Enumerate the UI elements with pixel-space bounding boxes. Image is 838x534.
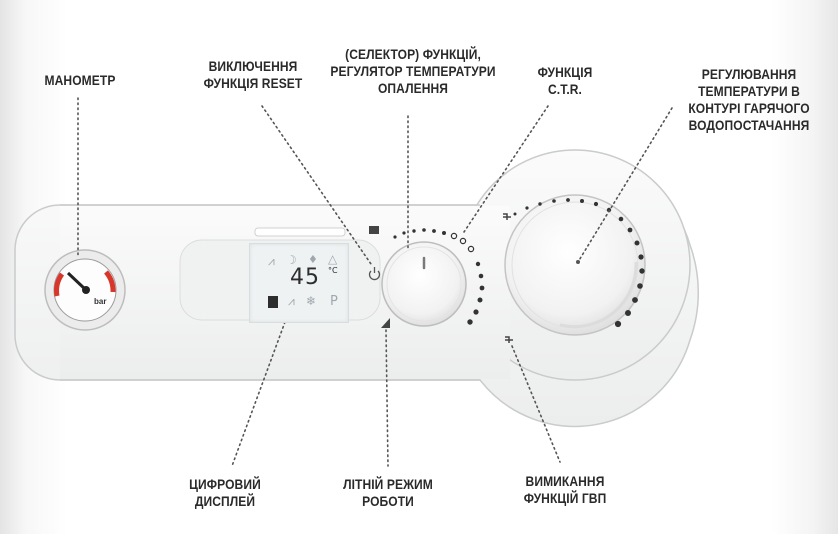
power-icon bbox=[368, 267, 381, 281]
tap-display-icon: ⩘ bbox=[268, 254, 275, 268]
top-slot bbox=[254, 227, 346, 237]
digital-display: ⩘ ☽ ♦ △ 45 °C ⩘ ❄ P bbox=[249, 243, 349, 323]
leader-end-dot bbox=[576, 260, 580, 264]
radiator-icon bbox=[369, 226, 379, 234]
manometer-needle bbox=[66, 271, 88, 292]
leader-ctr bbox=[463, 105, 549, 233]
label-dhw-regulation: РЕГУЛЮВАННЯ ТЕМПЕРАТУРИ В КОНТУРІ ГАРЯЧО… bbox=[688, 66, 810, 133]
label-power-reset: ВИКЛЮЧЕННЯ ФУНКЦІЯ RESET bbox=[203, 58, 303, 91]
label-manometer: МАНОМЕТР bbox=[44, 72, 116, 88]
label-digital-display: ЦИФРОВИЙ ДИСПЛЕЙ bbox=[189, 476, 261, 509]
flame-icon: ♦ bbox=[308, 253, 318, 266]
dhw-scale-dots bbox=[513, 198, 645, 328]
gauge-unit: bar bbox=[94, 297, 107, 306]
leader-dhw-off bbox=[511, 345, 561, 463]
temperature-readout: 45 bbox=[290, 265, 320, 290]
leader-power bbox=[261, 105, 372, 265]
tap-display-icon-2: ⩘ bbox=[288, 294, 295, 308]
label-ctr: ФУНКЦІЯ C.T.R. bbox=[537, 64, 593, 97]
leader-lines bbox=[77, 97, 673, 467]
label-dhw-off: ВИМИКАННЯ ФУНКЦІЙ ГВП bbox=[523, 473, 607, 506]
label-summer-mode: ЛІТНІЙ РЕЖИМ РОБОТИ bbox=[343, 476, 433, 509]
summer-icon bbox=[381, 318, 390, 328]
heating-knob bbox=[381, 241, 467, 327]
label-selector: (СЕЛЕКТОР) ФУНКЦІЙ, РЕГУЛЯТОР ТЕМПЕРАТУР… bbox=[330, 46, 496, 96]
snowflake-icon: ❄ bbox=[306, 294, 317, 308]
leader-display bbox=[231, 321, 286, 467]
radiator-display-icon bbox=[268, 296, 278, 308]
temperature-unit: °C bbox=[328, 266, 338, 275]
status-letter: P bbox=[330, 294, 338, 309]
bell-icon: △ bbox=[328, 252, 338, 266]
tap-icon-top bbox=[503, 213, 511, 220]
ctr-marker-rings bbox=[450, 232, 475, 253]
heating-scale-dots bbox=[393, 228, 485, 325]
dhw-knob-arc bbox=[559, 261, 638, 329]
tap-icon-off bbox=[505, 336, 513, 343]
leader-dhw-regulation bbox=[577, 107, 673, 263]
moon-icon: ☽ bbox=[286, 253, 297, 267]
dhw-knob bbox=[504, 194, 646, 336]
